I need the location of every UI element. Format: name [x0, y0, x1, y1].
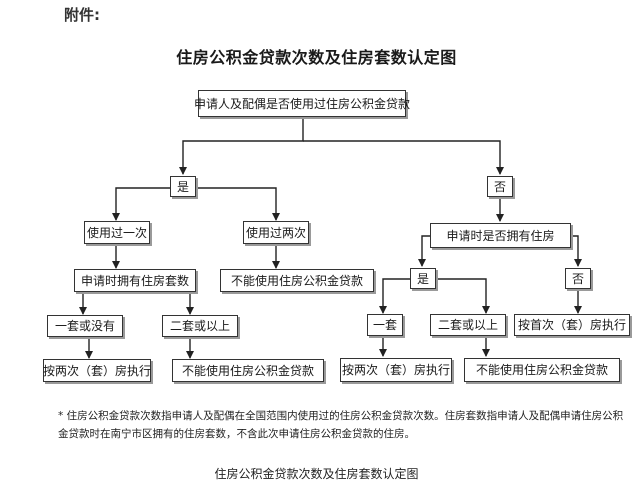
connector-has-yes: [418, 235, 430, 267]
attachment-label: 附件:: [64, 6, 100, 24]
node-owned-housing: 申请时拥有住房套数: [74, 269, 196, 292]
node-no-loan-3: 不能使用住房公积金贷款: [464, 358, 620, 382]
node-second-2: 按两次（套）房执行: [340, 358, 452, 382]
node-second-1: 按两次（套）房执行: [43, 359, 151, 382]
footnote: * 住房公积金贷款次数指申请人及配偶在全国范围内使用过的住房公积金贷款次数。住房…: [58, 410, 624, 440]
node-no-1: 否: [487, 176, 513, 197]
node-used-twice: 使用过两次: [243, 221, 309, 244]
node-first: 按首次（套）房执行: [514, 314, 630, 336]
node-has-housing: 申请时是否拥有住房: [430, 223, 571, 248]
node-one-set: 一套: [367, 314, 403, 336]
node-two-or-more-2: 二套或以上: [430, 314, 506, 336]
node-no-loan-1: 不能使用住房公积金贷款: [220, 269, 374, 292]
node-two-or-more-1: 二套或以上: [162, 315, 238, 337]
diagram-title: 住房公积金贷款次数及住房套数认定图: [176, 48, 457, 67]
node-one-or-none: 一套或没有: [47, 315, 123, 337]
connector-root-no: [303, 140, 504, 175]
node-yes-1: 是: [170, 176, 196, 197]
node-no-2: 否: [565, 268, 591, 289]
caption: 住房公积金贷款次数及住房套数认定图: [214, 467, 419, 481]
node-used-once: 使用过一次: [84, 221, 150, 244]
node-yes-2: 是: [410, 268, 436, 289]
connector-yes-used-twice: [196, 187, 280, 221]
connector-has-no: [571, 235, 582, 267]
connector-root-yes: [179, 117, 304, 175]
connector-yes-used-once: [112, 187, 170, 221]
connector-yes2-two: [436, 278, 490, 314]
connector-yes2-one: [379, 278, 410, 314]
node-no-loan-2: 不能使用住房公积金贷款: [172, 359, 324, 382]
node-root: 申请人及配偶是否使用过住房公积金贷款: [194, 90, 410, 117]
